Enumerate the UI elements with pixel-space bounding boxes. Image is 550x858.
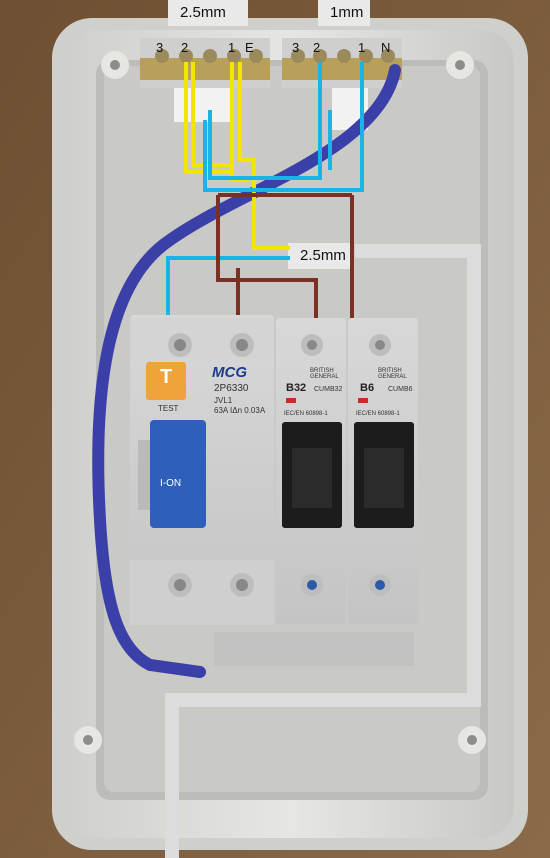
annotation-route bbox=[165, 244, 481, 858]
mcb2-standard: IEC/EN 60898-1 bbox=[356, 411, 400, 417]
terminal-right-3: 3 bbox=[292, 40, 300, 55]
mcb-b32 bbox=[276, 318, 346, 624]
mcb1-brand: BRITISH GENERAL bbox=[310, 368, 339, 380]
terminal-block-right bbox=[282, 38, 402, 88]
rcd-on-label: I-ON bbox=[160, 478, 182, 489]
mcb1-rating: B32 bbox=[286, 382, 307, 394]
mcb2-model: CUMB6 bbox=[388, 386, 413, 393]
mcb2-rating: B6 bbox=[360, 382, 375, 394]
terminal-left-e: E bbox=[245, 40, 254, 55]
mcb1-standard: IEC/EN 60898-1 bbox=[284, 411, 328, 417]
label-middle-gauge: 2.5mm bbox=[300, 247, 346, 264]
neutral-wires bbox=[166, 62, 364, 318]
rcd-spec-1: JVL1 bbox=[214, 396, 233, 405]
label-left-gauge: 2.5mm bbox=[180, 4, 226, 21]
rcd-spec-2: 63A IΔn 0.03A bbox=[214, 406, 266, 415]
rcd-test-button: T bbox=[160, 366, 173, 388]
terminal-right-1: 1 bbox=[358, 40, 366, 55]
mcb2-brand: BRITISH GENERAL bbox=[378, 368, 407, 380]
live-wires bbox=[216, 193, 354, 322]
rcd-test-label: TEST bbox=[158, 404, 179, 413]
mcb1-model: CUMB32 bbox=[314, 386, 343, 393]
flex-cable bbox=[92, 64, 401, 678]
terminal-left-2: 2 bbox=[181, 40, 189, 55]
mcb-b6 bbox=[348, 318, 418, 624]
rcd-brand: MCG bbox=[212, 364, 247, 381]
rcd-model: 2P6330 bbox=[214, 383, 249, 394]
terminal-right-2: 2 bbox=[313, 40, 321, 55]
cable-sheath-left bbox=[174, 88, 230, 122]
terminal-left-3: 3 bbox=[156, 40, 164, 55]
label-right-gauge: 1mm bbox=[330, 4, 364, 21]
rcd-device bbox=[130, 315, 274, 625]
din-rail-cover bbox=[214, 632, 414, 666]
terminal-block-left bbox=[140, 38, 270, 88]
terminal-right-n: N bbox=[381, 40, 391, 55]
terminal-left-1: 1 bbox=[228, 40, 236, 55]
